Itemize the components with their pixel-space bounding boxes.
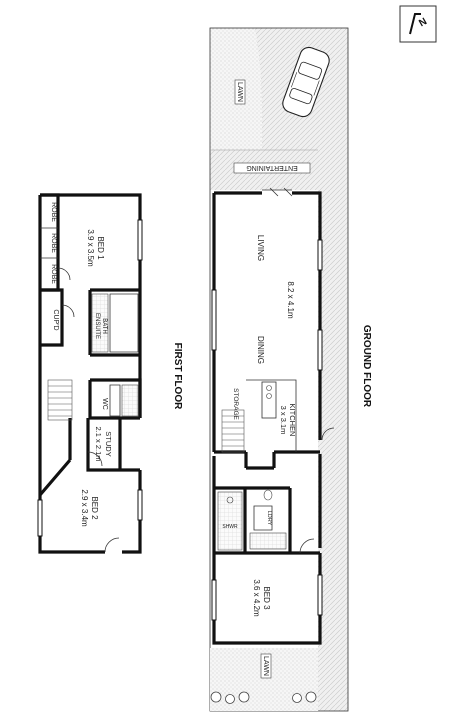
storage-label: STORAGE — [232, 388, 239, 420]
entertaining-label: ENTERTAINING — [233, 162, 311, 174]
robe-label-2: ROBE — [50, 233, 57, 253]
bed2-size: 2.9 x 3.4m — [80, 489, 89, 527]
kitchen-label: KITCHEN 3 x 3.1m — [279, 404, 297, 437]
study-size: 2.1 x 2.1m — [94, 426, 103, 461]
robe-label-1: ROBE — [50, 202, 57, 222]
bed2-label: BED 2 2.9 x 3.4m — [80, 489, 99, 527]
garden-shrubs — [210, 691, 317, 704]
lawn-top-text: LAWN — [236, 82, 243, 102]
bed1-size: 3.9 x 3.5m — [86, 229, 95, 267]
dining-label: DINING — [256, 336, 265, 364]
lawn-bottom-label: LAWN — [260, 653, 272, 679]
ensuite-label: ENSUITE — [94, 313, 100, 339]
bed1-name: BED 1 — [96, 236, 105, 260]
compass-letter: N — [417, 16, 429, 29]
bed1-label: BED 1 3.9 x 3.5m — [86, 229, 105, 267]
car-icon — [282, 46, 330, 118]
living-label: LIVING — [256, 235, 265, 261]
kitchen-size: 3 x 3.1m — [279, 406, 288, 435]
entertaining-text: ENTERTAINING — [246, 164, 297, 171]
ground-floor-title: GROUND FLOOR — [361, 325, 372, 408]
bed3-label: BED 3 3.6 x 4.2m — [252, 579, 271, 617]
north-compass-icon: N — [399, 5, 437, 43]
bath-label: BATH — [101, 318, 107, 334]
study-name: STUDY — [104, 431, 113, 456]
bed2-name: BED 2 — [90, 496, 99, 520]
shower-label: SHWR — [222, 524, 238, 530]
bed3-size: 3.6 x 4.2m — [252, 579, 261, 617]
wc-label: WC — [101, 398, 108, 410]
cupboard-label: CUP'D — [52, 309, 59, 330]
kitchen-name: KITCHEN — [288, 404, 297, 437]
first-floor-walls — [37, 193, 143, 554]
laundry-label: LDRY — [266, 511, 272, 526]
study-label: STUDY 2.1 x 2.1m — [94, 426, 113, 461]
living-size-label: 8.2 x 4.1m — [286, 281, 295, 319]
lawn-top-label: LAWN — [234, 79, 246, 105]
bath-ensuite-label: BATH ENSUITE — [94, 313, 107, 339]
ground-floor-site — [209, 27, 349, 712]
first-floor-title: FIRST FLOOR — [172, 343, 183, 410]
robe-label-3: ROBE — [50, 264, 57, 284]
lawn-bottom-text: LAWN — [262, 656, 269, 676]
bed3-name: BED 3 — [262, 586, 271, 610]
ground-floor-walls — [211, 187, 335, 645]
